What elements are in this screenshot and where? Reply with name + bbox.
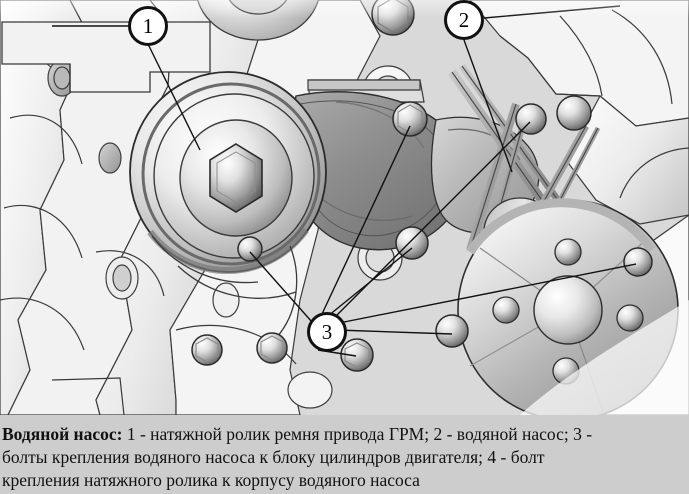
hub-studs <box>492 238 644 385</box>
caption-line-1: Водяной насос: 1 - натяжной ролик ремня … <box>2 423 685 446</box>
bolt-left-mid <box>237 236 263 262</box>
timing-belt-tensioner-pulley <box>129 71 327 274</box>
leader-line-3-b <box>321 125 411 315</box>
illustration-svg <box>0 0 689 415</box>
leader-line-1 <box>147 43 201 151</box>
bolt-pump-right-a <box>515 103 547 135</box>
highlight-haze <box>520 300 689 415</box>
top-haze <box>0 0 689 18</box>
engine-water-pump-illustration: 1 2 3 <box>0 0 689 415</box>
callout-2-label: 2 <box>458 7 470 32</box>
figure-caption: Водяной насос: 1 - натяжной ролик ремня … <box>0 415 689 494</box>
callout-3-label: 3 <box>321 319 333 344</box>
caption-title: Водяной насос: <box>2 424 123 444</box>
mounting-bolts <box>191 0 653 372</box>
leader-line-3-f <box>333 263 637 325</box>
bolt-lower-right <box>435 314 469 348</box>
leader-line-3-d <box>333 121 531 319</box>
leader-line-3-e <box>335 329 453 335</box>
caption-line-1-rest: 1 - натяжной ролик ремня привода ГРМ; 2 … <box>122 424 593 444</box>
caption-line-2: болты крепления водяного насоса к блоку … <box>2 447 545 467</box>
callout-2-water-pump[interactable]: 2 <box>444 0 484 40</box>
bolt-mid-center <box>395 226 429 260</box>
tensioner-center-hex-bolt <box>209 143 263 213</box>
callout-3-water-pump-mounting-bolts[interactable]: 3 <box>307 312 347 352</box>
leader-line-3-a <box>249 251 313 323</box>
tensioner-bracket <box>151 235 298 339</box>
caption-line-3: крепления натяжного ролика к корпусу вод… <box>2 470 420 490</box>
bolt-pump-right-b <box>556 95 592 131</box>
callout-1-timing-belt-tensioner-roller[interactable]: 1 <box>128 6 168 46</box>
bolt-pump-hub-rim <box>623 247 653 277</box>
callout-1-label: 1 <box>142 13 154 38</box>
leader-line-2 <box>463 39 513 173</box>
